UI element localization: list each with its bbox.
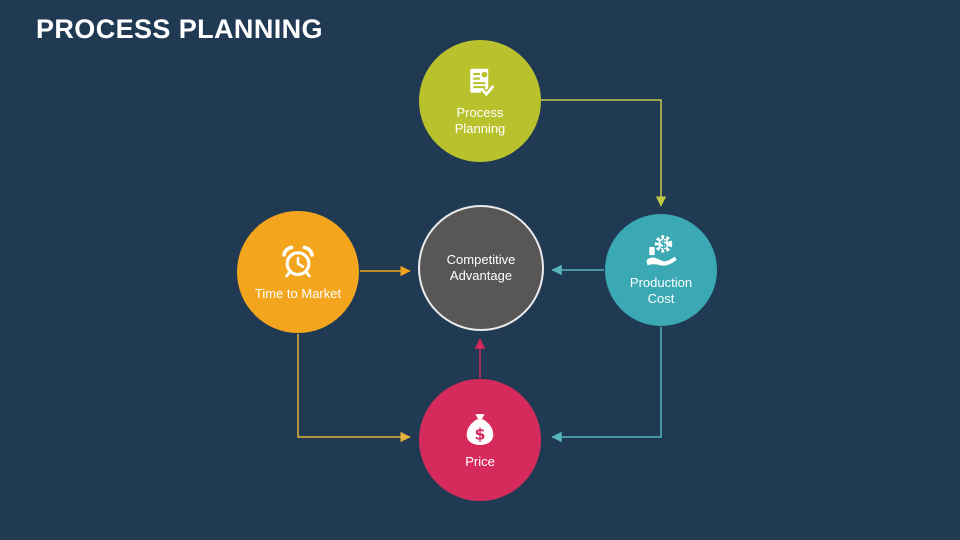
- money-bag-icon: $: [460, 410, 500, 450]
- alarm-clock-icon: [278, 242, 318, 282]
- node-label: Price: [465, 453, 495, 469]
- gear-dollar-hand-icon: $: [642, 233, 680, 271]
- svg-text:$: $: [474, 424, 485, 443]
- node-time-to-market: Time to Market: [237, 211, 359, 333]
- node-label: Process Planning: [454, 104, 506, 136]
- node-label: Time to Market: [254, 285, 342, 301]
- node-label: Production Cost: [629, 274, 693, 306]
- node-production-cost: $ Production Cost: [605, 214, 717, 326]
- node-process-planning: Process Planning: [419, 40, 541, 162]
- node-price: $ Price: [419, 379, 541, 501]
- node-label: Competitive Advantage: [446, 251, 516, 283]
- document-check-icon: [462, 65, 498, 101]
- arrow-time-to-market-to-price: [297, 334, 411, 443]
- arrow-production-cost-to-price: [551, 327, 662, 443]
- node-competitive-advantage: Competitive Advantage: [418, 205, 544, 331]
- svg-text:$: $: [660, 238, 668, 251]
- slide-title: PROCESS PLANNING: [36, 14, 323, 44]
- arrow-process-to-production-cost: [541, 99, 667, 207]
